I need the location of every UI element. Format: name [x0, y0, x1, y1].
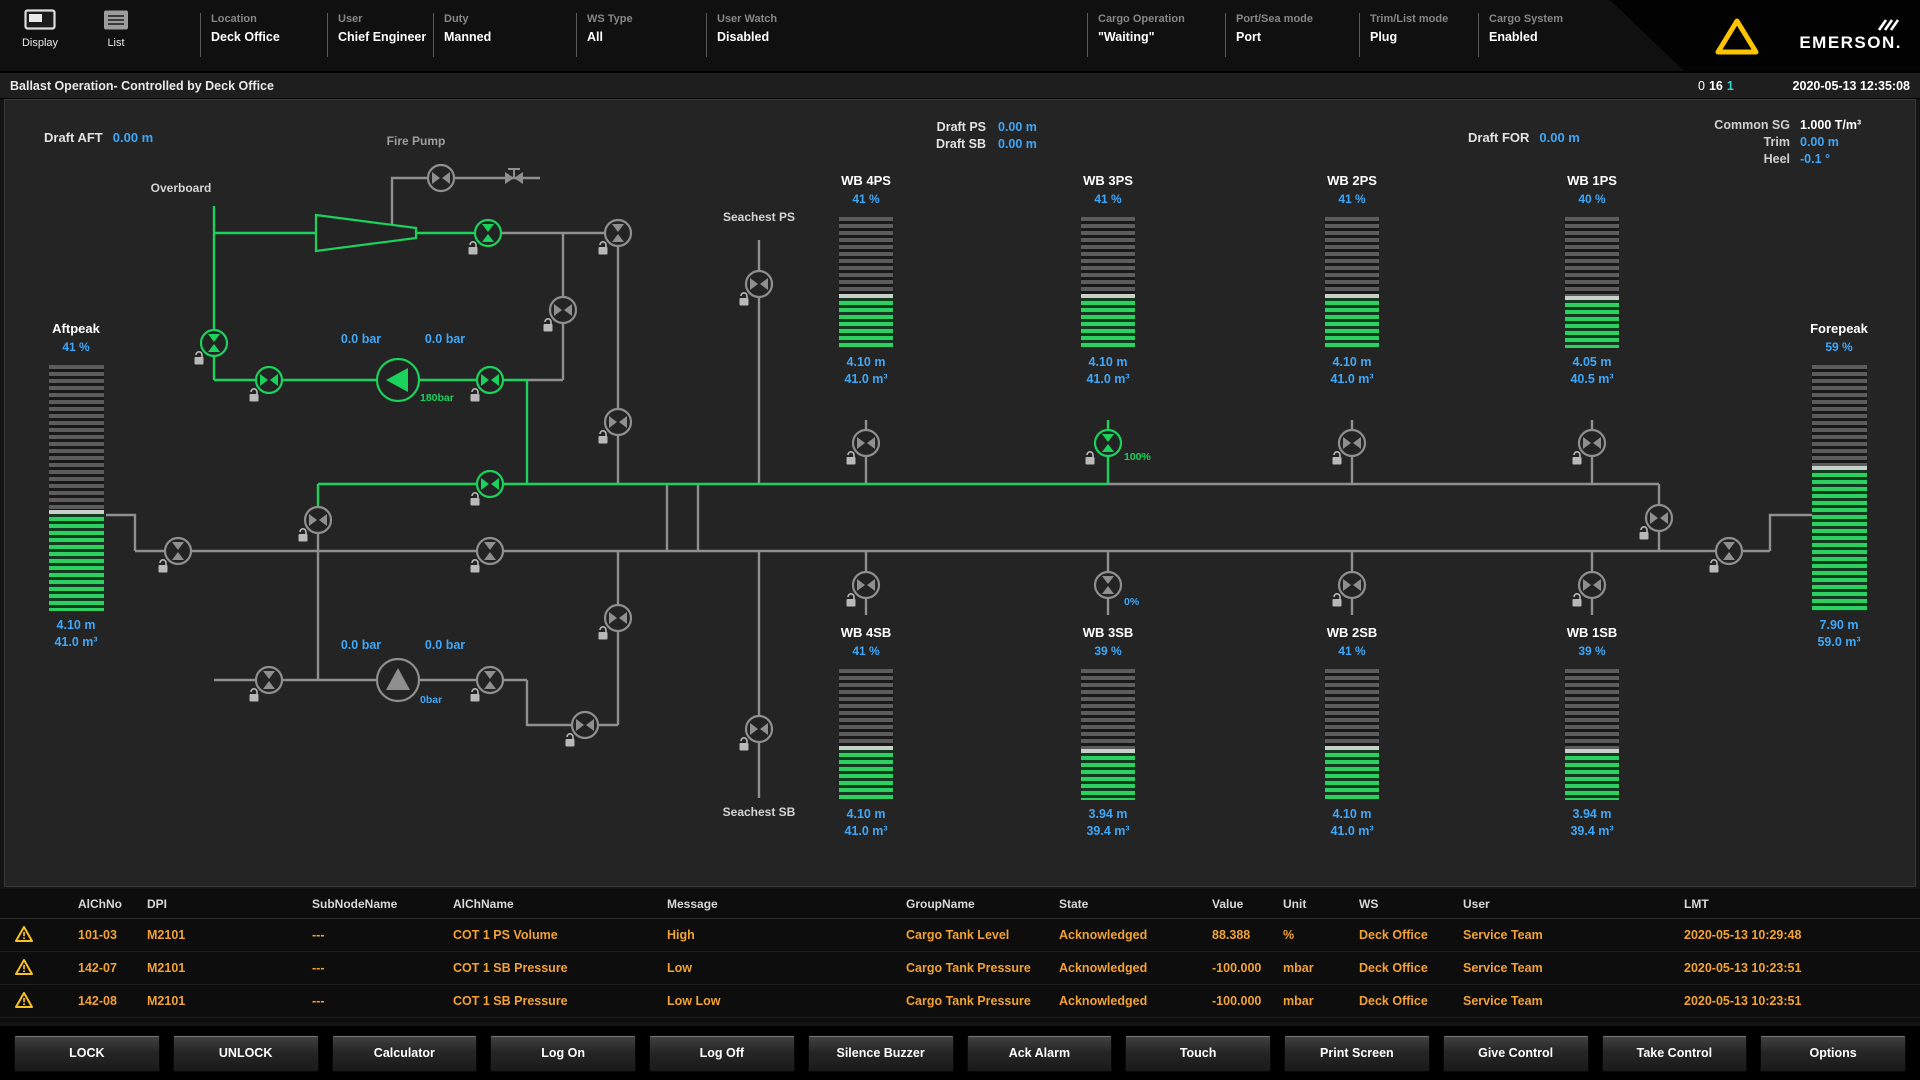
bottom-toolbar: LOCK UNLOCK Calculator Log On Log Off Si…	[0, 1026, 1920, 1080]
emerson-logo: EMERSON.	[1799, 18, 1902, 53]
list-icon	[104, 10, 128, 30]
field-label: Location	[211, 13, 257, 25]
display-button[interactable]: Display	[12, 9, 68, 49]
emerson-mark-icon	[1877, 18, 1900, 31]
header-field-location: Location Deck Office	[200, 13, 280, 57]
alarm-row[interactable]: 101-03 M2101 --- COT 1 PS Volume High Ca…	[0, 919, 1920, 952]
alarm-warning-icon	[0, 991, 78, 1012]
header-field-ws-type: WS Type All	[576, 13, 633, 57]
header-field-port-sea-mode: Port/Sea mode Port	[1225, 13, 1313, 57]
log-off-button[interactable]: Log Off	[649, 1034, 795, 1072]
list-button-label: List	[107, 37, 125, 49]
warning-triangle-icon[interactable]	[1713, 15, 1761, 57]
brand-area: EMERSON.	[1610, 0, 1920, 71]
lock-button[interactable]: LOCK	[14, 1034, 160, 1072]
alarm-warning-icon	[0, 958, 78, 979]
touch-button[interactable]: Touch	[1125, 1034, 1271, 1072]
top-header-bar: Display List Location Deck Office User C…	[0, 0, 1920, 73]
header-field-cargo-system: Cargo System Enabled	[1478, 13, 1563, 57]
page-title: Ballast Operation- Controlled by Deck Of…	[10, 79, 274, 93]
options-button[interactable]: Options	[1760, 1034, 1906, 1072]
header-field-duty: Duty Manned	[433, 13, 491, 57]
silence-buzzer-button[interactable]: Silence Buzzer	[807, 1034, 954, 1072]
alarm-warning-icon	[0, 925, 78, 946]
list-button[interactable]: List	[88, 9, 144, 49]
alarm-table: AlChNo DPI SubNodeName AlChName Message …	[0, 889, 1920, 1022]
alarm-table-header: AlChNo DPI SubNodeName AlChName Message …	[0, 889, 1920, 919]
ack-alarm-button[interactable]: Ack Alarm	[966, 1034, 1113, 1072]
status-title-bar: Ballast Operation- Controlled by Deck Of…	[0, 73, 1920, 99]
display-button-label: Display	[21, 37, 59, 49]
mimic-panel	[4, 99, 1916, 887]
give-control-button[interactable]: Give Control	[1442, 1034, 1589, 1072]
header-field-cargo-operation: Cargo Operation "Waiting"	[1087, 13, 1185, 57]
datetime: 2020-05-13 12:35:08	[1792, 79, 1910, 93]
header-field-user-watch: User Watch Disabled	[706, 13, 777, 57]
print-screen-button[interactable]: Print Screen	[1284, 1034, 1430, 1072]
calculator-button[interactable]: Calculator	[331, 1034, 478, 1072]
alarm-row[interactable]: 142-07 M2101 --- COT 1 SB Pressure Low C…	[0, 952, 1920, 985]
log-on-button[interactable]: Log On	[490, 1034, 636, 1072]
brand-text: EMERSON.	[1799, 32, 1902, 52]
header-field-trim-list-mode: Trim/List mode Plug	[1359, 13, 1448, 57]
unlock-button[interactable]: UNLOCK	[172, 1034, 319, 1072]
field-value: Deck Office	[211, 30, 280, 44]
alarm-row[interactable]: 142-08 M2101 --- COT 1 SB Pressure Low L…	[0, 985, 1920, 1018]
take-control-button[interactable]: Take Control	[1601, 1034, 1748, 1072]
header-field-user: User Chief Engineer	[327, 13, 426, 57]
display-icon	[24, 9, 56, 30]
